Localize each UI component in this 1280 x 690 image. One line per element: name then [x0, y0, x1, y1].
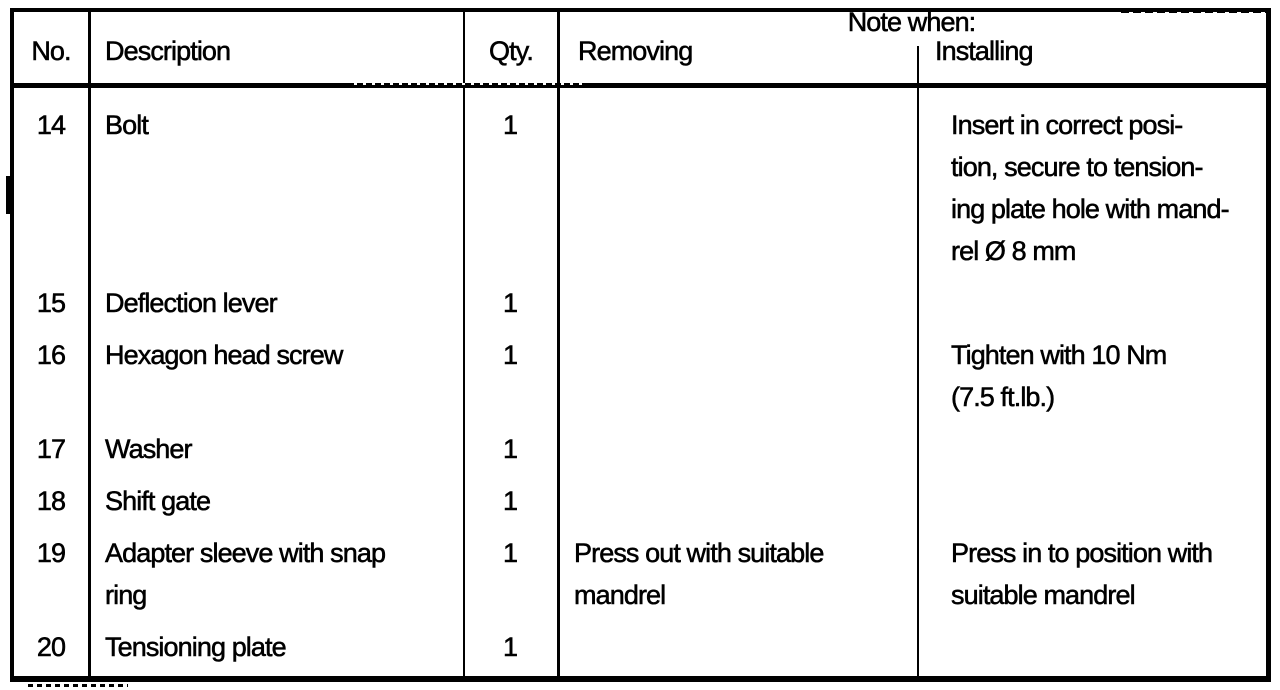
table-row: 16 Hexagon head screw 1 Tighten with 10 Nm …: [14, 334, 1266, 418]
part-quantity: 1: [502, 486, 519, 517]
part-quantity: 1: [502, 110, 519, 141]
table-row: 18 Shift gate 1: [14, 480, 1266, 522]
part-quantity: 1: [502, 340, 519, 371]
header-bottom-rule: [14, 83, 1266, 88]
part-description: Washer: [105, 434, 193, 465]
table-row: 14 Bolt 1 Insert in correct posi- tion, sec…: [14, 104, 1266, 272]
part-quantity: 1: [502, 632, 519, 663]
table-row: 15 Deflection lever 1: [14, 282, 1266, 324]
removing-note: [557, 480, 917, 522]
removing-note: [557, 334, 917, 418]
removing-note: Press out with suitable mandrel: [574, 538, 825, 611]
installing-note: Tighten with 10 Nm (7.5 ft.lb.): [951, 340, 1168, 413]
no-column-header: No.: [31, 36, 72, 67]
removing-column-header: Removing: [578, 36, 694, 67]
row-number: 15: [36, 288, 67, 319]
removing-note: [557, 282, 917, 324]
installing-note: Press in to position with suitable mandr…: [951, 538, 1214, 611]
installing-note: [917, 480, 1266, 522]
row-number: 18: [36, 486, 67, 517]
row-number: 19: [36, 538, 67, 569]
parts-table: Note when: No. Description Qty. Removing…: [10, 7, 1271, 682]
installing-note: Insert in correct posi- tion, secure to …: [951, 110, 1230, 267]
removing-note: [557, 626, 917, 668]
installing-note: [917, 428, 1266, 470]
installing-note: [917, 626, 1266, 668]
table-row: 20 Tensioning plate 1: [14, 626, 1266, 668]
row-number: 20: [36, 632, 67, 663]
part-description: Hexagon head screw: [105, 340, 344, 371]
row-number: 14: [36, 110, 67, 141]
part-description: Adapter sleeve with snap ring: [105, 538, 387, 611]
removing-note: [557, 428, 917, 470]
part-quantity: 1: [502, 288, 519, 319]
note-when-header: Note when:: [847, 7, 976, 38]
removing-note: [557, 104, 917, 272]
row-number: 17: [36, 434, 67, 465]
part-description: Bolt: [105, 110, 149, 141]
part-description: Shift gate: [105, 486, 212, 517]
scan-noise-left-edge: [6, 176, 10, 214]
part-description: Deflection lever: [105, 288, 278, 319]
column-divider-no-description: [88, 12, 91, 676]
column-divider-description-qty: [463, 12, 465, 676]
part-quantity: 1: [502, 538, 519, 569]
table-row: 17 Washer 1: [14, 428, 1266, 470]
description-column-header: Description: [105, 36, 232, 67]
column-divider-removing-installing: [917, 46, 919, 676]
part-quantity: 1: [502, 434, 519, 465]
table-body: 14 Bolt 1 Insert in correct posi- tion, sec…: [14, 88, 1266, 678]
column-divider-qty-removing: [557, 12, 560, 676]
part-description: Tensioning plate: [105, 632, 287, 663]
installing-column-header: Installing: [935, 36, 1034, 67]
scan-noise-top-right: [1121, 8, 1271, 13]
qty-column-header: Qty.: [489, 36, 534, 67]
scan-noise-bottom-left: [28, 684, 128, 687]
installing-note: [917, 282, 1266, 324]
row-number: 16: [36, 340, 67, 371]
table-row: 19 Adapter sleeve with snap ring 1 Press ou…: [14, 532, 1266, 616]
